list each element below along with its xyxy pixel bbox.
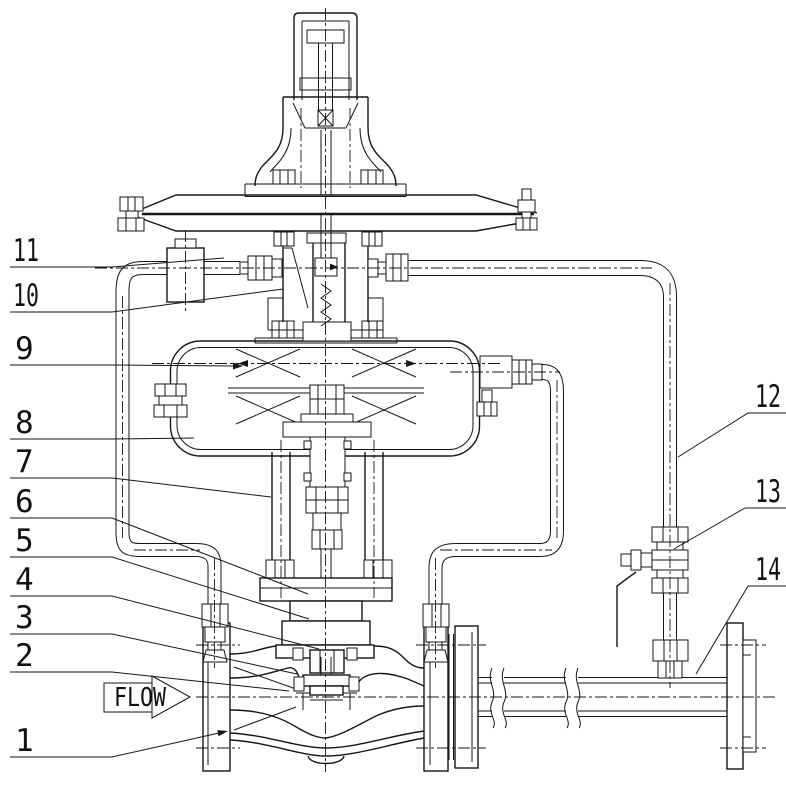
flow-label: FLOW — [114, 683, 166, 713]
sensing-piping — [115, 260, 677, 641]
callout-label: 3 — [15, 600, 34, 636]
chamber-pipe — [541, 364, 564, 393]
callout-5: 5 — [10, 523, 310, 620]
impulse-pipe — [408, 260, 640, 276]
leader-line — [10, 364, 234, 367]
callout-label: 2 — [15, 638, 34, 674]
callout-label: 5 — [15, 523, 34, 559]
leader-line — [10, 633, 298, 675]
companion-flange — [448, 625, 479, 769]
leader-line — [10, 732, 220, 758]
chamber-springs — [228, 348, 424, 425]
callout-label: 6 — [15, 484, 34, 520]
pilot-flow-arrow — [330, 263, 338, 271]
pot-pipe-left — [143, 261, 167, 275]
valve-plug — [302, 674, 351, 687]
callout-14: 14 — [695, 552, 786, 675]
callout-label: 14 — [755, 552, 781, 588]
yoke-columns — [271, 452, 384, 560]
callout-label: 9 — [15, 331, 34, 367]
condensate-pot — [166, 238, 205, 303]
leader-line — [10, 671, 290, 692]
packing-gland — [309, 649, 345, 674]
callout-6: 6 — [10, 484, 309, 595]
pipe-break-2 — [563, 667, 581, 729]
flow-arrowhead — [151, 675, 192, 719]
leader-line — [10, 288, 284, 313]
pilot-body — [267, 215, 384, 342]
outlet-union — [422, 603, 450, 663]
leader-line — [677, 412, 786, 458]
leader-line — [10, 517, 309, 595]
callouts: 11 10 9 8 7 6 5 4 — [10, 233, 786, 759]
leader-line — [673, 507, 786, 550]
callout-label: 11 — [13, 233, 39, 269]
callout-3: 3 — [10, 600, 298, 675]
callout-10: 10 — [10, 278, 284, 314]
valve-body — [229, 645, 425, 765]
pilot-spring — [320, 283, 332, 327]
vent-stud — [481, 389, 493, 404]
callout-2: 2 — [10, 638, 290, 692]
downstream-pipe — [478, 667, 727, 729]
callout-label: 8 — [15, 405, 34, 441]
inlet-union — [201, 603, 229, 663]
leader-line — [695, 585, 786, 675]
leader-line — [10, 257, 225, 268]
yoke-plate — [259, 577, 393, 602]
leader-line — [10, 556, 310, 620]
callout-9: 9 — [10, 331, 243, 370]
column-centerlines — [280, 440, 375, 598]
callout-label: 13 — [755, 474, 781, 510]
leader-line — [10, 437, 195, 440]
leader-line — [10, 595, 320, 650]
leader-arrowhead — [233, 362, 243, 370]
callout-8: 8 — [10, 405, 195, 441]
callout-12: 12 — [677, 379, 786, 458]
pilot-wedge — [284, 247, 309, 309]
callout-13: 13 — [673, 474, 786, 550]
callout-label: 10 — [13, 278, 39, 314]
leader-line — [10, 477, 272, 498]
ball-valve-handle — [616, 571, 637, 647]
right-pipe-centerline — [435, 371, 560, 668]
flow-arrow-box — [103, 682, 153, 713]
flange-bolt-centerlines — [196, 644, 766, 749]
callout-7: 7 — [10, 444, 272, 498]
flow-arrow: FLOW — [103, 675, 192, 719]
callout-label: 1 — [15, 723, 34, 759]
centerlines — [95, 8, 778, 772]
leader-arrowhead — [217, 730, 228, 737]
callout-label: 7 — [15, 444, 34, 480]
bonnet-assembly — [259, 559, 393, 696]
pipe-end-flange — [726, 622, 757, 770]
pipe-break-1 — [489, 667, 507, 729]
callout-label: 4 — [15, 562, 34, 598]
callout-label: 12 — [755, 379, 781, 415]
adjusting-screw — [293, 12, 358, 110]
stem-guide — [303, 436, 352, 488]
lens-diaphragm — [117, 169, 538, 247]
pilot-stem-upper — [320, 130, 332, 195]
spring-housing-bolt-lines — [300, 108, 351, 188]
callout-11: 11 — [10, 233, 225, 269]
callout-1: 1 — [10, 723, 228, 759]
callout-4: 4 — [10, 562, 320, 650]
drain-boss — [307, 755, 345, 765]
chamber-left-bolts — [153, 383, 188, 418]
left-pipe-centerline — [122, 296, 215, 668]
